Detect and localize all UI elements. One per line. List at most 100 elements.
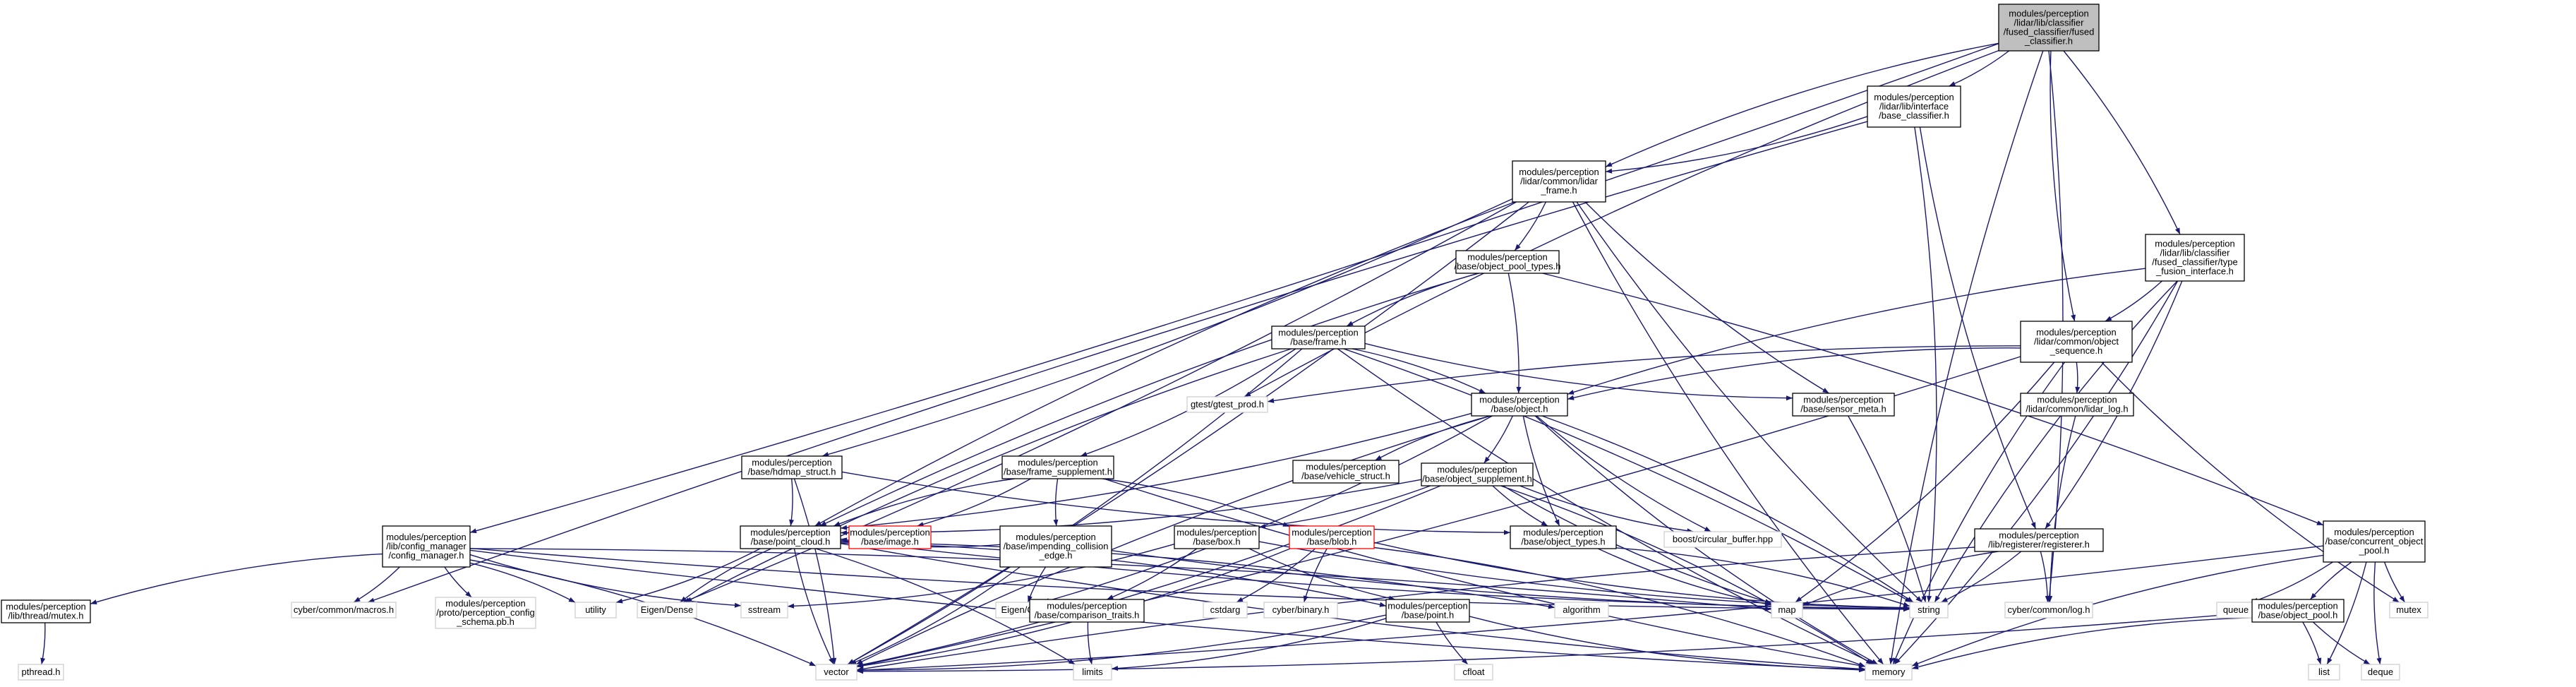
- node-box: [1073, 664, 1112, 681]
- edge-registerer-to-cyber_log: [2040, 551, 2050, 603]
- edge-frame-to-sensor_meta: [1364, 342, 1793, 401]
- node-box: [815, 664, 857, 681]
- edge-object_supplement-to-memory: [1500, 485, 1873, 665]
- edge-line: [1890, 50, 2044, 665]
- node-box: [574, 602, 617, 619]
- node-frame[interactable]: modules/perception/base/frame.h: [1271, 325, 1366, 350]
- edge-line: [1911, 617, 2253, 669]
- arrowhead-icon: [1081, 451, 1088, 457]
- node-box: [1865, 664, 1913, 681]
- node-object[interactable]: modules/perception/base/object.h: [1471, 393, 1568, 417]
- arrowhead-icon: [470, 528, 477, 534]
- arrowhead-icon: [1941, 597, 1948, 602]
- node-blob[interactable]: modules/perception/base/blob.h: [1289, 525, 1375, 549]
- node-box[interactable]: modules/perception/base/box.h: [1174, 525, 1260, 549]
- edge-line: [1248, 548, 1396, 600]
- node-label-line: modules/perception: [2009, 8, 2088, 19]
- node-label-line: modules/perception: [1437, 465, 1517, 475]
- edge-box-to-sstream: [787, 543, 1175, 609]
- edge-line: [1536, 415, 1711, 532]
- node-lidar-frame[interactable]: modules/perception/lidar/common/lidar_fr…: [1512, 160, 1606, 203]
- node-impending-collision[interactable]: modules/perception/base/impending_collis…: [999, 525, 1112, 568]
- edge-line: [847, 201, 1529, 665]
- node-object-pool[interactable]: modules/perception/base/object_pool.h: [2251, 599, 2345, 623]
- node-config-manager[interactable]: modules/perception/lib/config_manager/co…: [382, 525, 471, 568]
- node-label-line: modules/perception: [2036, 327, 2116, 337]
- edge-line: [90, 553, 383, 604]
- node-label-line: /lidar/lib/classifier: [2160, 248, 2231, 258]
- edge-config_manager-to-config_schema: [444, 566, 472, 598]
- node-fused-classifier[interactable]: modules/perception/lidar/lib/classifier/…: [1998, 4, 2100, 52]
- node-label-line: modules/perception: [1467, 252, 1547, 263]
- arrowhead-icon: [814, 520, 822, 526]
- edge-fusion_interface-to-object: [1567, 268, 2146, 395]
- edge-config_manager-to-cyber_macros: [353, 566, 400, 603]
- node-image[interactable]: modules/perception/base/image.h: [848, 525, 932, 549]
- node-vehicle-struct[interactable]: modules/perception/base/vehicle_struct.h: [1292, 460, 1400, 484]
- node-hdmap-struct[interactable]: modules/perception/base/hdmap_struct.h: [741, 455, 843, 479]
- edge-line: [1576, 201, 1922, 603]
- node-point[interactable]: modules/perception/base/point.h: [1385, 599, 1470, 623]
- node-label-line: /base/object.h: [1491, 404, 1548, 414]
- edge-lidar_frame-to-object_pool_types: [1514, 201, 1547, 251]
- edge-line: [2049, 415, 2076, 603]
- node-lidar-log[interactable]: modules/perception/lidar/common/lidar_lo…: [2020, 393, 2134, 417]
- node-box: [2020, 321, 2133, 363]
- node-point-cloud[interactable]: modules/perception/base/point_cloud.h: [740, 525, 841, 549]
- arrowhead-icon: [1764, 601, 1771, 607]
- node-mutex-h[interactable]: modules/perception/lib/thread/mutex.h: [1, 599, 91, 623]
- arrowhead-icon: [2030, 522, 2036, 529]
- edge-line: [1802, 551, 1999, 607]
- node-label-line: _pool.h: [2359, 545, 2390, 556]
- arrowhead-icon: [1053, 519, 1059, 526]
- node-fusion-interface[interactable]: modules/perception/lidar/lib/classifier/…: [2145, 234, 2245, 282]
- edge-object_pool-to-deque: [2313, 621, 2371, 665]
- edge-line: [2063, 50, 2181, 235]
- node-sstream: sstream: [740, 602, 788, 619]
- edge-config_manager-to-sstream: [469, 554, 742, 608]
- edge-object-to-circular_buffer: [1536, 415, 1711, 532]
- node-object-pool-types[interactable]: modules/perception/base/object_pool_type…: [1454, 250, 1561, 274]
- node-label-line: cyber/common/log.h: [2007, 604, 2090, 615]
- arrowhead-icon: [1375, 455, 1382, 460]
- node-label-line: /lidar/common/lidar_log.h: [2026, 404, 2128, 414]
- edge-line: [2383, 561, 2405, 603]
- edge-line: [790, 478, 793, 527]
- edge-line: [833, 478, 1015, 527]
- node-label-line: modules/perception: [1519, 167, 1599, 177]
- node-algorithm: algorithm: [1554, 602, 1609, 619]
- node-frame-supplement[interactable]: modules/perception/base/frame_supplement…: [1001, 455, 1114, 479]
- node-sensor-meta[interactable]: modules/perception/base/sensor_meta.h: [1792, 393, 1895, 417]
- node-registerer[interactable]: modules/perception/lib/registerer/regist…: [1974, 528, 2104, 552]
- node-object-supplement[interactable]: modules/perception/base/object_supplemen…: [1421, 462, 1534, 486]
- edge-line: [1500, 485, 1873, 665]
- node-object-types[interactable]: modules/perception/base/object_types.h: [1510, 525, 1617, 549]
- arrowhead-icon: [1259, 524, 1266, 529]
- edge-line: [1042, 415, 1493, 603]
- node-comparison-traits[interactable]: modules/perception/base/comparison_trait…: [1029, 599, 1145, 623]
- node-label-line: modules/perception: [750, 527, 830, 538]
- arrowhead-icon: [1088, 657, 1093, 664]
- edge-line: [840, 541, 1555, 609]
- edge-line: [793, 478, 836, 665]
- node-object-sequence[interactable]: modules/perception/lidar/common/object_s…: [2020, 321, 2133, 363]
- node-box: [1029, 599, 1145, 623]
- edge-hdmap_struct-to-vector: [793, 478, 837, 665]
- edge-point-to-limits: [1111, 618, 1387, 671]
- node-concurrent-object-pool[interactable]: modules/perception/base/concurrent_objec…: [2323, 520, 2426, 563]
- arrowhead-icon: [2363, 659, 2371, 664]
- edge-lidar_frame-to-point_cloud: [814, 201, 1515, 527]
- node-box: [999, 525, 1112, 568]
- edge-object_supplement-to-box: [1258, 485, 1431, 529]
- edge-line: [1534, 415, 1879, 665]
- arrowhead-icon: [821, 452, 829, 457]
- node-label-line: /proto/perception_config: [436, 607, 534, 618]
- node-base-classifier[interactable]: modules/perception/lidar/lib/interface/b…: [1867, 85, 1961, 128]
- node-vector: vector: [815, 664, 857, 681]
- edge-base_classifier-to-string: [1914, 126, 1937, 603]
- edge-point_cloud-to-utility: [615, 548, 761, 604]
- node-label-line: /fused_classifier/fused: [2004, 27, 2095, 37]
- arrowhead-icon: [1347, 321, 1354, 326]
- arrowhead-icon: [857, 663, 864, 669]
- node-box: [2020, 393, 2134, 417]
